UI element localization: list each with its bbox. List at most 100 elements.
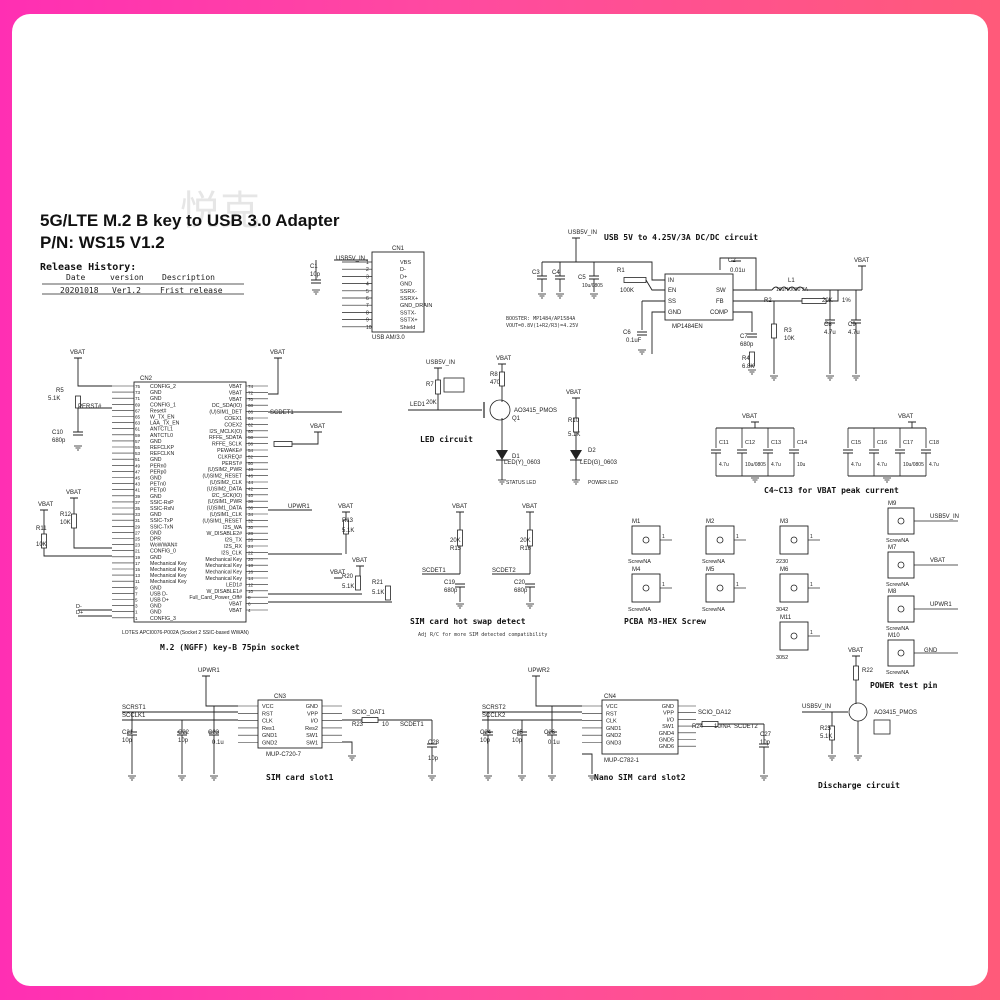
svg-text:C8: C8	[824, 322, 832, 328]
m2-right-pin: VBAT	[229, 397, 243, 403]
svg-text:63: 63	[135, 421, 141, 426]
sim1-left-pin: GND1	[262, 733, 277, 739]
svg-text:68: 68	[248, 403, 254, 408]
sim1-upwr1: UPWR1	[198, 668, 220, 674]
sim2-scdet2: SCDET2	[734, 724, 758, 730]
svg-text:10p: 10p	[122, 738, 133, 744]
svg-text:FB: FB	[716, 299, 724, 305]
svg-text:C20: C20	[514, 580, 526, 586]
sim1-left-pin: VCC	[262, 704, 274, 710]
usb-pin-label: SSRX-	[400, 289, 417, 295]
svg-text:10p: 10p	[480, 738, 491, 744]
svg-text:13: 13	[135, 573, 141, 578]
m2-right-pin: (U)SIM1_DATA	[207, 506, 243, 512]
svg-text:59: 59	[135, 433, 141, 438]
usb-pin-label: GND	[400, 282, 412, 288]
svg-text:L1: L1	[788, 278, 795, 284]
svg-text:CN3: CN3	[274, 694, 287, 700]
m2-right-pin: I2S_WA	[223, 525, 242, 531]
svg-text:3: 3	[135, 604, 138, 609]
peak-cap-ref: C15	[851, 440, 861, 446]
svg-text:C2: C2	[728, 258, 736, 264]
svg-text:5.1K: 5.1K	[342, 528, 354, 534]
discharge-vbat: VBAT	[848, 648, 864, 654]
svg-text:52: 52	[248, 454, 254, 459]
svg-text:66: 66	[248, 410, 254, 415]
m2-left-pin: Reset#	[150, 408, 167, 414]
screw-value: ScrewNA	[702, 559, 725, 565]
svg-text:D+: D+	[76, 610, 83, 616]
svg-text:R12: R12	[60, 512, 72, 518]
m2-vbat-bl1: VBAT	[66, 490, 82, 496]
m2-right-pin: Mechanical Key	[205, 563, 242, 569]
m2-left-pin: GND	[150, 555, 162, 561]
svg-text:C27: C27	[760, 732, 772, 738]
release-col-version: version	[110, 273, 144, 282]
svg-text:10p: 10p	[760, 740, 771, 746]
svg-text:10: 10	[382, 722, 389, 728]
screw-ref: M1	[632, 519, 641, 525]
m2-part-note: LOTES APCI0076-P002A (Socket 2 SSIC-base…	[122, 630, 249, 636]
power-test-pins: POWER test pin M9ScrewNAUSB5V_INM7ScrewN…	[870, 501, 959, 690]
sim2-left-pin: VCC	[606, 704, 618, 710]
screw-value: ScrewNA	[628, 559, 651, 565]
m2-scdet1-label: SCDET1	[270, 410, 294, 416]
m2-right-pin: VBAT	[229, 390, 243, 396]
svg-text:9: 9	[135, 585, 138, 590]
svg-text:10K: 10K	[36, 542, 47, 548]
test-pin-net: USB5V_IN	[930, 514, 959, 520]
screw-ref: M4	[632, 567, 641, 573]
release-col-description: Description	[162, 273, 215, 282]
svg-text:43: 43	[135, 482, 141, 487]
sim1-left-pin: RST	[262, 711, 274, 717]
svg-text:10p: 10p	[428, 756, 439, 762]
m2-left-pin: GND	[150, 457, 162, 463]
sim1-scdet1: SCDET1	[400, 722, 424, 728]
svg-text:0.1uF: 0.1uF	[626, 338, 642, 344]
svg-text:C10: C10	[52, 430, 64, 436]
svg-text:20K: 20K	[450, 538, 461, 544]
svg-text:680p: 680p	[444, 588, 458, 594]
svg-text:29: 29	[135, 524, 141, 529]
sim-card-slot1: CN3 VCCRSTCLKRes1GND1GND2GNDVPPI/ORes2SW…	[122, 668, 440, 782]
m2-right-pin: I2C_SCK(IO)	[211, 493, 242, 499]
m2-right-pin: DC_SDA(IO)	[212, 403, 242, 409]
svg-text:1: 1	[366, 260, 369, 266]
svg-text:0.1u: 0.1u	[548, 740, 560, 746]
svg-text:26: 26	[248, 538, 254, 543]
sim2-left-pin: GND2	[606, 733, 621, 739]
svg-text:56: 56	[248, 442, 254, 447]
svg-text:5.1K: 5.1K	[820, 734, 832, 740]
m2-vbat-br: VBAT	[338, 504, 354, 510]
screw-ref: M3	[780, 519, 789, 525]
svg-text:5: 5	[135, 598, 138, 603]
usb-pin-label: Shield	[400, 325, 415, 331]
screw-ref: M6	[780, 567, 789, 573]
m2-right-pin: Full_Card_Power_Off#	[189, 595, 242, 601]
usb-connector-cn1: CN1 VBS1D-2D+3GND4SSRX-5SSRX+6GND_DRAIN7…	[310, 246, 432, 341]
svg-text:R4: R4	[742, 356, 750, 362]
svg-text:53: 53	[135, 451, 141, 456]
d2-label: LED(G)_0603	[580, 460, 618, 466]
svg-text:R24: R24	[692, 724, 704, 730]
dcdc-usb5v-label: USB5V_IN	[568, 230, 597, 236]
usb-pin-label: D+	[400, 274, 407, 280]
svg-text:5: 5	[366, 289, 369, 295]
svg-text:37: 37	[135, 500, 141, 505]
peak-vbat-label-1: VBAT	[742, 414, 758, 420]
led-usb5v-label: USB5V_IN	[426, 360, 455, 366]
svg-text:R1: R1	[617, 268, 625, 274]
m2-right-pin: I2S_CLK	[221, 550, 242, 556]
m2-right-pin: VBAT	[229, 602, 243, 608]
m2-vbat-left: VBAT	[70, 350, 86, 356]
svg-text:C7: C7	[740, 334, 748, 340]
svg-text:67: 67	[135, 408, 141, 413]
svg-text:10p: 10p	[310, 272, 321, 278]
peak-cap-ref: C17	[903, 440, 913, 446]
dcdc-circuit: USB 5V to 4.25V/3A DC/DC circuit USB5V_I…	[506, 230, 870, 370]
svg-text:CN2: CN2	[140, 376, 153, 382]
svg-text:8: 8	[248, 595, 251, 600]
m2-vbat-bl2: VBAT	[38, 502, 54, 508]
sim1-right-pin: SW1	[306, 733, 318, 739]
test-pin-value: ScrewNA	[886, 538, 909, 544]
